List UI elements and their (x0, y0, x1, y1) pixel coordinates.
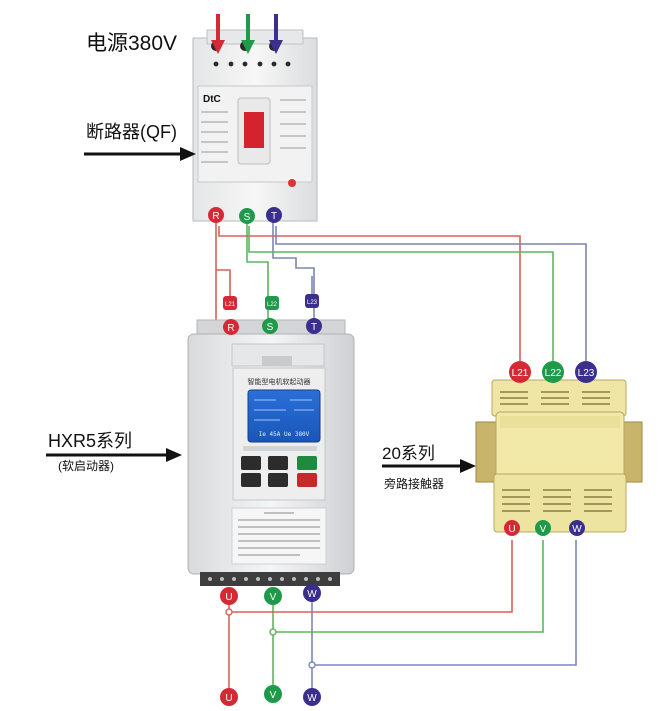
wire-l21-loop (216, 269, 231, 300)
soft-starter-label: HXR5系列 (48, 431, 132, 451)
starter-keypad (241, 456, 317, 487)
starter-bypass-l23: L23 (307, 300, 318, 306)
arrow-right-icon (166, 448, 182, 462)
wire-s-breaker-to-contactor (248, 226, 554, 362)
wire-w-contactor-to-motor (312, 540, 577, 666)
starter-lcd (247, 389, 321, 443)
stop-button[interactable] (297, 473, 317, 487)
contactor-sublabel: 旁路接触器 (384, 476, 444, 491)
starter-input-t: T (311, 322, 317, 333)
soft-starter: 智能型电机软起动器 Ie 45A Ue 380V (187, 319, 355, 586)
contactor-input-l22: L22 (545, 368, 562, 379)
motor-terminal-w: W (307, 693, 317, 704)
breaker-toggle (244, 112, 264, 148)
wire-t-breaker-to-contactor (275, 226, 587, 362)
starter-output-v: V (270, 592, 277, 603)
key-button[interactable] (241, 473, 261, 487)
contactor-output-w: W (572, 524, 582, 535)
contactor-output-u: U (508, 524, 515, 535)
starter-bypass-terminals: L21 L22 L23 (223, 294, 319, 310)
terminal-screws (208, 577, 332, 581)
starter-output-terminals: U V W (220, 584, 321, 605)
arrow-down-icon (211, 40, 225, 54)
starter-bypass-l21: L21 (225, 302, 236, 308)
arrow-right-icon (180, 147, 196, 161)
contactor-top-vents (500, 391, 610, 405)
breaker-indicator-light (288, 179, 296, 187)
arrow-down-icon (269, 40, 283, 54)
key-down-button[interactable] (268, 473, 288, 487)
key-button[interactable] (241, 456, 261, 470)
wire-u-contactor-to-motor (229, 540, 513, 613)
lcd-text-lines (254, 399, 314, 421)
soft-starter-sublabel: (软启动器) (58, 459, 114, 473)
breaker-brand: DtC (203, 94, 221, 105)
breaker-spec-lines (201, 99, 306, 163)
wire-s-breaker-to-starter (246, 222, 269, 330)
bypass-contactor (475, 379, 643, 533)
starter-output-w: W (307, 589, 317, 600)
motor-terminal-v: V (270, 690, 277, 701)
breaker-output-terminals: R S T (208, 207, 282, 224)
breaker-terminal-r: R (212, 211, 219, 222)
contactor-output-v: V (540, 524, 547, 535)
contactor-input-terminals: L21 L22 L23 (509, 361, 597, 383)
contactor-pointer-arrow (382, 459, 476, 473)
lcd-readout: Ie 45A Ue 380V (259, 431, 310, 438)
arrow-right-icon (460, 459, 476, 473)
contactor-input-l21: L21 (512, 368, 529, 379)
key-up-button[interactable] (268, 456, 288, 470)
contactor-bottom-vents (502, 489, 612, 512)
wire-v-contactor-to-motor (273, 540, 544, 633)
contactor-input-l23: L23 (578, 368, 595, 379)
starter-output-u: U (225, 592, 232, 603)
breaker-terminal-s: S (244, 212, 251, 223)
warning-label (231, 507, 327, 565)
power-label: 电源380V (86, 32, 177, 55)
contactor-output-terminals: U V W (504, 520, 585, 536)
junction-dots (225, 608, 316, 669)
start-button[interactable] (297, 456, 317, 470)
wires (215, 220, 587, 690)
starter-input-s: S (267, 322, 274, 333)
breaker-pointer-arrow (84, 147, 196, 161)
power-input-arrows (211, 14, 283, 54)
motor-terminal-u: U (225, 693, 232, 704)
starter-input-r: R (227, 323, 234, 334)
contactor-label: 20系列 (382, 444, 435, 463)
breaker-terminal-t: T (271, 211, 277, 222)
starter-panel-title: 智能型电机软起动器 (248, 377, 311, 386)
starter-input-terminals: R S T (223, 318, 322, 335)
breaker-label: 断路器(QF) (86, 122, 177, 142)
starter-bypass-l22: L22 (267, 302, 278, 308)
arrow-down-icon (241, 40, 255, 54)
motor-terminals: U V W (220, 685, 321, 706)
wire-r-breaker-to-contactor (218, 226, 521, 362)
circuit-breaker: DtC (192, 29, 318, 222)
soft-starter-pointer-arrow (46, 448, 182, 462)
warning-text-lines (238, 512, 320, 556)
